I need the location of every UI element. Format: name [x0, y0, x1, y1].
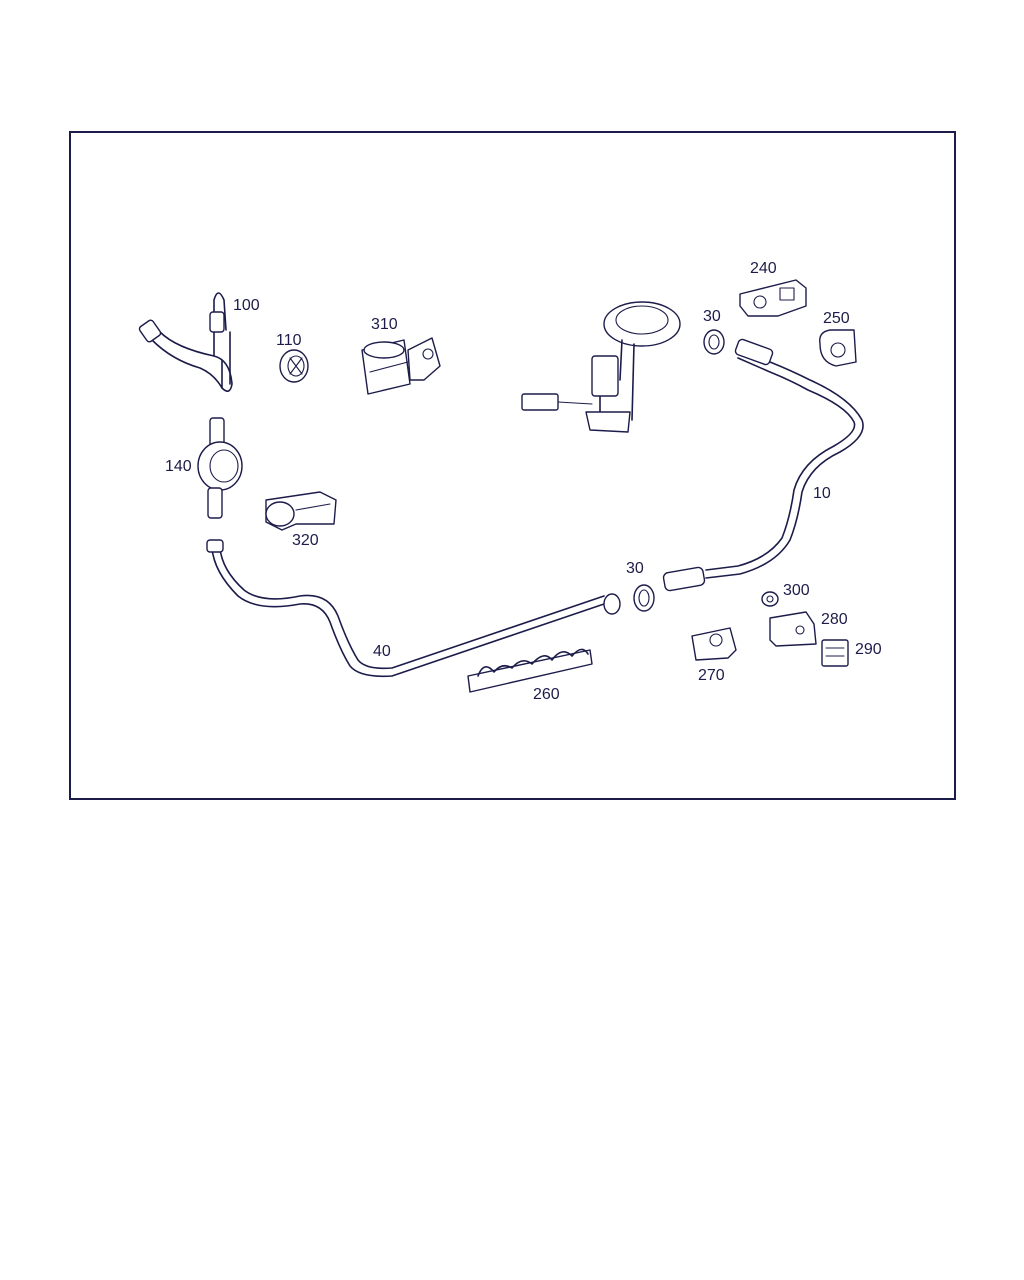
fuel-line-40 — [206, 539, 621, 678]
part-label-260: 260 — [533, 686, 560, 703]
clamp-310 — [361, 337, 441, 395]
part-label-30-upper: 30 — [703, 308, 721, 325]
part-label-310: 310 — [371, 316, 398, 333]
grommet-110 — [279, 349, 309, 383]
part-label-320: 320 — [292, 532, 319, 549]
part-label-250: 250 — [823, 310, 850, 327]
part-label-280: 280 — [821, 611, 848, 628]
hose-clamp-30-lower — [633, 584, 655, 612]
fuel-sender-assembly — [521, 301, 681, 433]
pipe-100 — [138, 292, 233, 392]
connector-290 — [821, 639, 849, 667]
bracket-240 — [739, 279, 807, 317]
part-label-100: 100 — [233, 297, 260, 314]
washer-300 — [761, 591, 779, 607]
clip-250 — [819, 329, 857, 367]
fuel-filter-140 — [197, 417, 243, 519]
part-label-110: 110 — [276, 332, 302, 349]
part-label-140: 140 — [165, 458, 192, 475]
part-label-300: 300 — [783, 582, 810, 599]
holder-320 — [265, 491, 337, 531]
part-label-40: 40 — [373, 643, 391, 660]
part-label-240: 240 — [750, 260, 777, 277]
fuel-line-10 — [662, 338, 864, 592]
hose-clamp-30-upper — [703, 329, 725, 355]
holder-rail-260 — [467, 648, 593, 693]
part-label-10: 10 — [813, 485, 831, 502]
part-label-270: 270 — [698, 667, 725, 684]
bracket-280 — [769, 611, 817, 647]
part-label-290: 290 — [855, 641, 882, 658]
clip-270 — [691, 627, 737, 661]
part-label-30-lower: 30 — [626, 560, 644, 577]
